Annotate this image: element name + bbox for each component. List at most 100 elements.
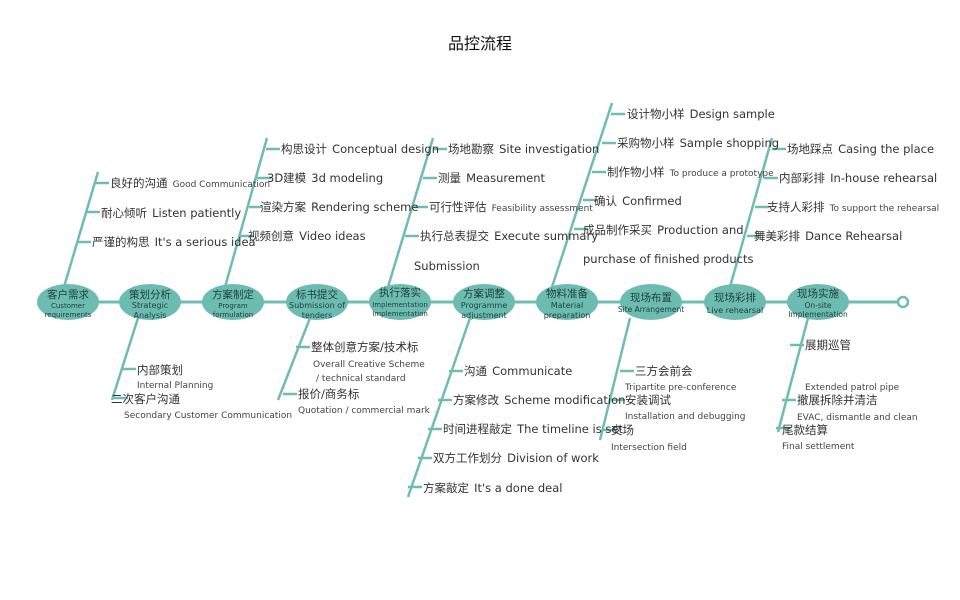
- branch-item: purchase of finished products: [583, 252, 753, 266]
- branch-item: 内部策划: [137, 363, 183, 377]
- branch-item: 设计物小样 Design sample: [627, 103, 775, 122]
- branch-item: 严谨的构思 It's a serious idea: [92, 231, 256, 250]
- stage-en: Live rehearsal: [707, 306, 763, 315]
- branch-item: 执行总表提交 Execute summary: [420, 225, 598, 244]
- stage-en: Site Arrangement: [618, 305, 684, 314]
- branch-item: 舞美彩排 Dance Rehearsal: [754, 225, 902, 244]
- branch-item: 测量 Measurement: [438, 167, 546, 186]
- stage-zh: 执行落实: [379, 286, 421, 299]
- branch-line-s5: [406, 317, 472, 498]
- stage-en: tenders: [302, 311, 333, 320]
- branch-item: 可行性评估 Feasibility assessment: [429, 196, 593, 215]
- stage-en: Implementation: [372, 301, 428, 309]
- stage-en: Program: [218, 302, 248, 310]
- branch-item: 场地勘察 Site investigation: [448, 138, 599, 157]
- branch-item: 整体创意方案/技术标: [311, 340, 418, 354]
- stage-zh: 客户需求: [47, 288, 89, 301]
- branch-line-s6: [550, 102, 614, 288]
- branch-item: 安装调试: [625, 393, 671, 407]
- stage-en: Programme: [461, 301, 508, 310]
- branch-item: 尾款结算: [782, 423, 828, 437]
- stage-node-on-site-implementation: [787, 284, 849, 320]
- branch-item: Secondary Customer Communication: [124, 411, 292, 421]
- stage-en: Strategic: [132, 301, 168, 310]
- stage-node-strategic-analysis: [119, 284, 181, 320]
- branch-item: 三方会前会: [635, 364, 693, 378]
- branch-item: 展期巡管: [805, 338, 851, 352]
- branch-item: Quotation / commercial mark: [298, 406, 431, 416]
- branch-items: 良好的沟通 Good Communication 耐心倾听 Listen pat…: [92, 103, 939, 496]
- stage-zh: 方案调整: [463, 287, 505, 300]
- branch-item: 方案修改 Scheme modification: [453, 389, 625, 408]
- branch-item: 良好的沟通 Good Communication: [110, 172, 270, 191]
- branch-item: 交场: [611, 423, 634, 437]
- stage-en: adjustment: [461, 311, 507, 320]
- stage-nodes: [37, 284, 849, 320]
- branch-item: 报价/商务标: [298, 387, 359, 401]
- stage-node-submission-of-tenders: [286, 284, 348, 320]
- stage-labels: 客户需求 Customer requirements 策划分析 Strategi…: [45, 286, 848, 320]
- branch-item: 沟通 Communicate: [464, 360, 572, 379]
- stage-en: formulation: [213, 311, 253, 319]
- branch-item: 渲染方案 Rendering scheme: [260, 196, 418, 215]
- stage-en: On-site: [805, 301, 832, 310]
- stage-zh: 现场彩排: [714, 291, 756, 304]
- stage-en: Customer: [51, 302, 85, 310]
- branch-item: 耐心倾听 Listen patiently: [101, 202, 241, 221]
- stage-en: Submission of: [289, 301, 345, 310]
- diagram-title: 品控流程: [447, 34, 512, 53]
- stage-en: requirements: [45, 311, 92, 319]
- stage-zh: 标书提交: [296, 288, 338, 301]
- branch-item: 确认 Confirmed: [594, 190, 682, 209]
- branch-item: 支持人彩排 To support the rehearsal: [767, 196, 939, 215]
- branch-item: 方案敲定 It's a done deal: [423, 477, 562, 496]
- branch-lines: [62, 102, 810, 498]
- branch-line-s8: [728, 137, 774, 288]
- branch-item: Final settlement: [782, 442, 855, 452]
- branch-item: 撤展拆除并清洁: [797, 393, 878, 407]
- stage-zh: 物料准备: [546, 287, 588, 300]
- branch-line-s4: [386, 137, 435, 288]
- stage-node-site-arrangement: [620, 284, 682, 320]
- branch-line-s0: [62, 171, 100, 288]
- branch-item: Overall Creative Scheme: [313, 360, 425, 370]
- branch-item: / technical standard: [316, 374, 406, 384]
- branch-item: Intersection field: [611, 443, 687, 453]
- branch-item: 二次客户沟通: [111, 392, 180, 406]
- stage-node-customer-requirements: [37, 284, 99, 320]
- branch-item: 成品制作采买 Production and: [583, 219, 744, 238]
- branch-item: 双方工作划分 Division of work: [433, 447, 599, 466]
- branch-item: Tripartite pre-conference: [624, 383, 737, 393]
- branch-item: 时间进程敲定 The timeline is set: [443, 418, 623, 437]
- stage-zh: 方案制定: [212, 288, 254, 301]
- branch-line-s2: [223, 137, 269, 288]
- stage-zh: 现场布置: [630, 291, 672, 304]
- branch-item: Installation and debugging: [625, 412, 746, 422]
- branch-item: Extended patrol pipe: [805, 383, 900, 393]
- branch-item: 内部彩排 In-house rehearsal: [779, 167, 937, 186]
- stage-en: Implementation: [788, 310, 848, 319]
- branch-line-s1: [110, 317, 140, 401]
- stage-en: Implementation: [372, 310, 428, 318]
- branch-item: 构思设计 Conceptual design: [281, 138, 439, 157]
- stage-node-implementation: [369, 284, 431, 320]
- stage-en: Material: [551, 301, 584, 310]
- stage-en: preparation: [544, 311, 591, 320]
- stage-en: Analysis: [134, 311, 167, 320]
- spine-end-circle: [896, 295, 910, 309]
- stage-zh: 现场实施: [797, 287, 839, 300]
- stage-zh: 策划分析: [129, 288, 171, 301]
- stage-node-live-rehearsal: [704, 284, 766, 320]
- branch-item: Internal Planning: [137, 381, 213, 391]
- branch-item: 场地踩点 Casing the place: [787, 138, 934, 157]
- branch-item: 3D建模 3d modeling: [267, 167, 383, 186]
- branch-line-s9: [776, 317, 810, 433]
- branch-item: 视频创意 Video ideas: [248, 225, 366, 244]
- branch-line-s3: [276, 317, 312, 401]
- stage-node-material-preparation: [536, 284, 598, 320]
- branch-item: 制作物小样 To produce a prototype: [607, 161, 774, 180]
- branch-item: 采购物小样 Sample shopping: [617, 132, 779, 151]
- stage-node-program-formulation: [202, 284, 264, 320]
- branch-item: EVAC, dismantle and clean: [797, 413, 918, 423]
